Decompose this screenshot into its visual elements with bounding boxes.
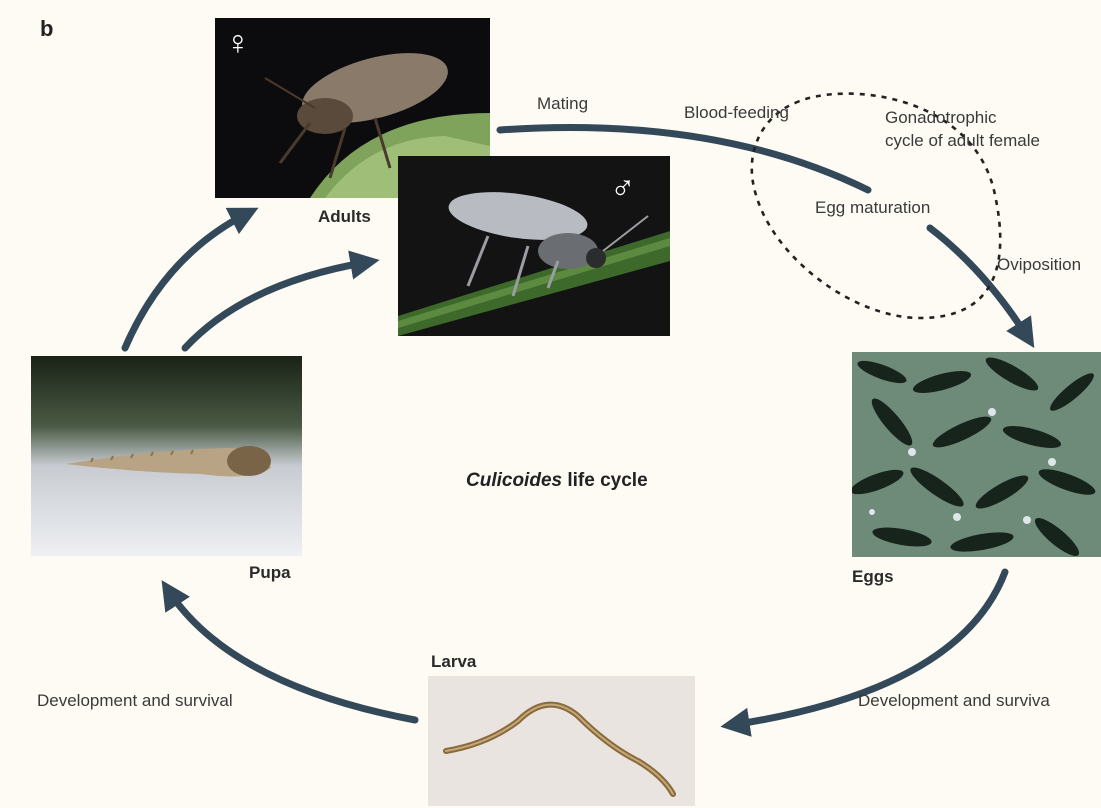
title-genus: Culicoides bbox=[466, 470, 562, 491]
stage-label-larva: Larva bbox=[431, 652, 476, 672]
arrow-egg-maturation-to-eggs bbox=[930, 228, 1028, 338]
label-gonadotrophic-line1: Gonadotrophic bbox=[885, 108, 997, 128]
label-development-right: Development and surviva bbox=[858, 691, 1050, 711]
pupa-photo bbox=[31, 356, 302, 556]
larva-photo bbox=[428, 676, 695, 806]
label-oviposition: Oviposition bbox=[997, 255, 1081, 275]
label-egg-maturation: Egg maturation bbox=[815, 198, 930, 218]
female-symbol: ♀ bbox=[225, 26, 251, 60]
diagram-title: Culicoides life cycle bbox=[466, 470, 648, 492]
label-mating: Mating bbox=[537, 94, 588, 114]
arrow-pupa-to-male-adult bbox=[185, 262, 368, 348]
male-symbol: ♂ bbox=[610, 170, 636, 204]
label-gonadotrophic-line2: cycle of adult female bbox=[885, 131, 1040, 151]
stage-label-pupa: Pupa bbox=[249, 563, 291, 583]
title-rest: life cycle bbox=[562, 470, 648, 491]
male-adult-photo: ♂ bbox=[398, 156, 670, 336]
stage-label-eggs: Eggs bbox=[852, 567, 894, 587]
arrow-pupa-to-female-adult bbox=[125, 213, 248, 348]
label-blood-feeding: Blood-feeding bbox=[684, 103, 789, 123]
stage-label-adults: Adults bbox=[318, 207, 371, 227]
eggs-photo bbox=[852, 352, 1101, 557]
label-development-left: Development and survival bbox=[37, 691, 233, 711]
